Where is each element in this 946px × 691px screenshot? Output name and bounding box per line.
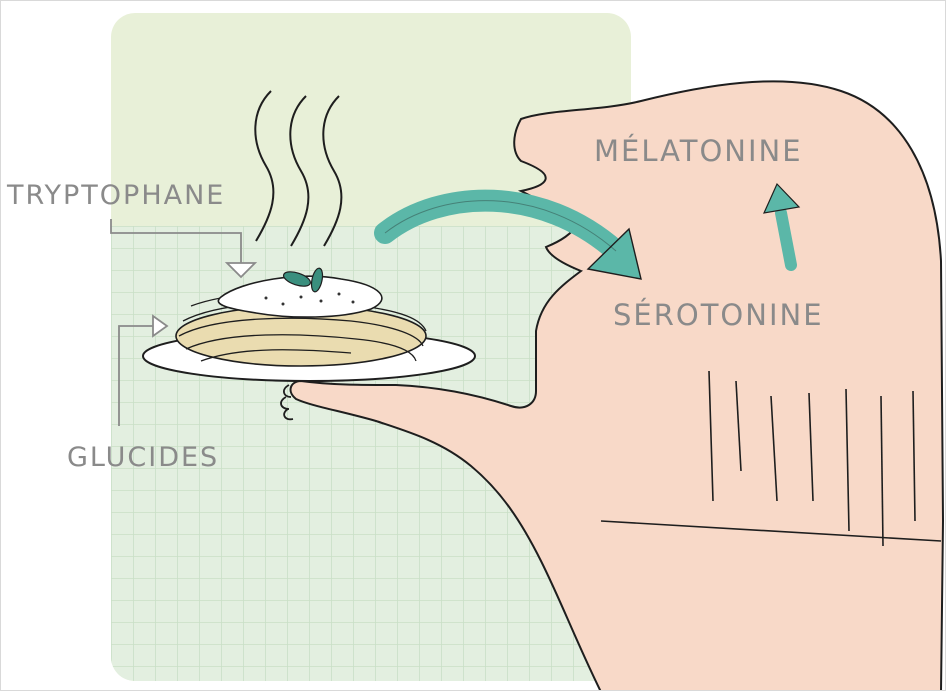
melatonine-label: MÉLATONINE xyxy=(594,134,803,168)
glucides-label: GLUCIDES xyxy=(67,442,219,473)
serotonine-label: SÉROTONINE xyxy=(613,298,824,332)
tryptophane-label: TRYPTOPHANE xyxy=(6,180,225,211)
